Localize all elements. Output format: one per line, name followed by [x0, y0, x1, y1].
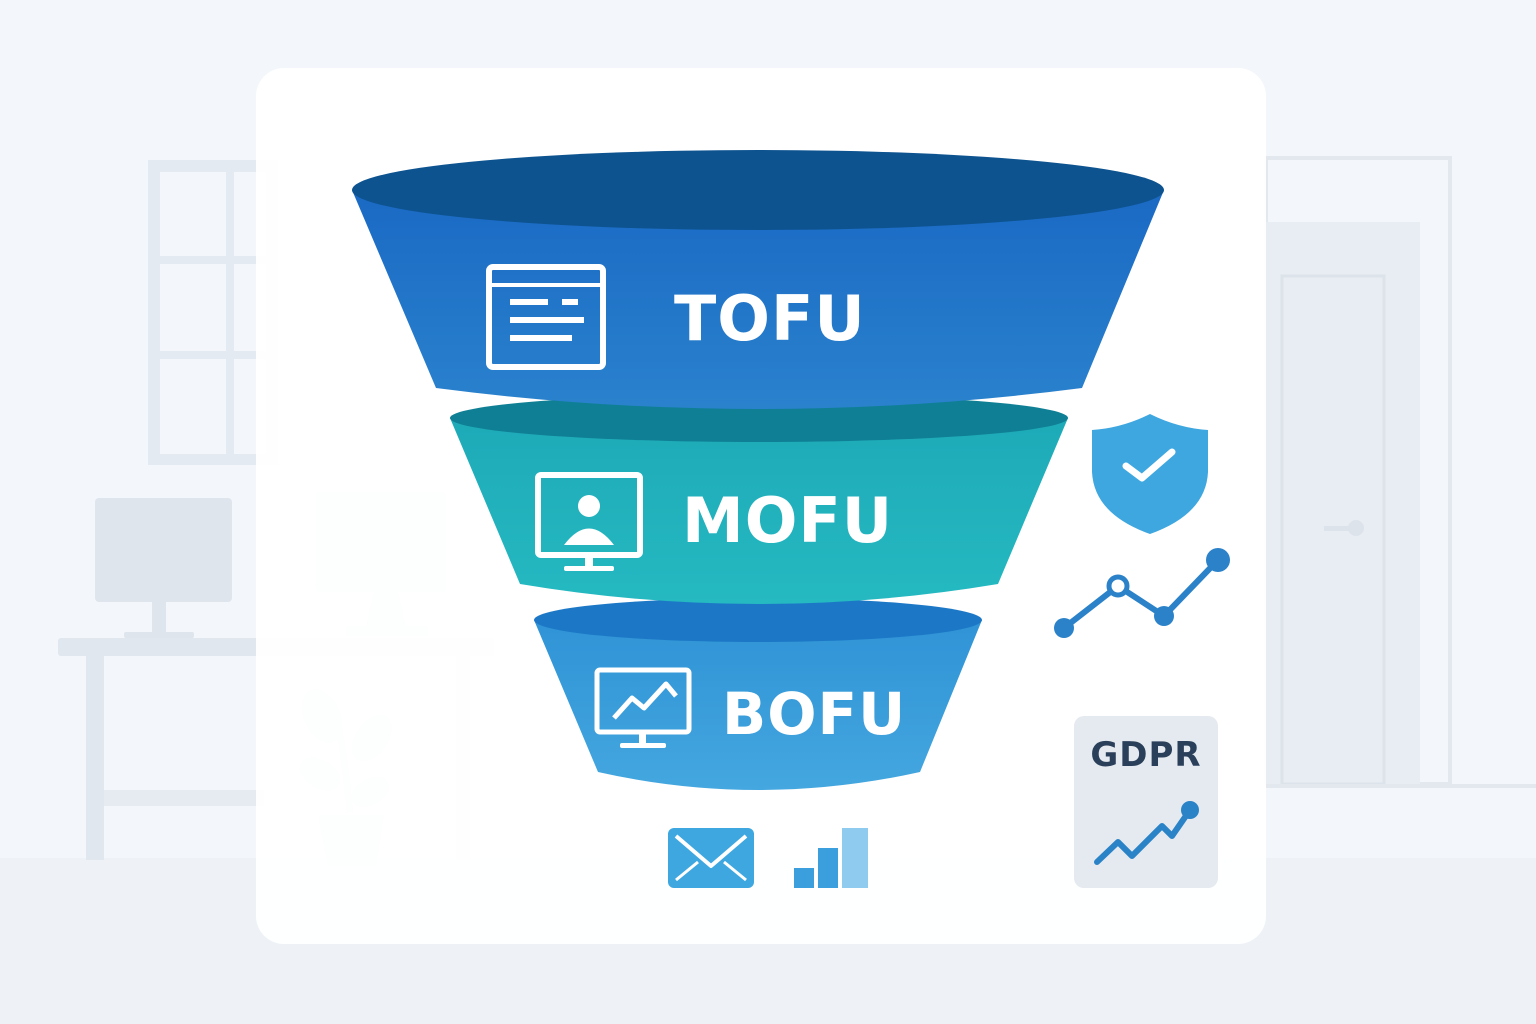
mofu-label: MOFU [682, 484, 894, 557]
document-icon [486, 264, 606, 370]
email-icon [668, 828, 754, 888]
chart-monitor-icon [594, 667, 692, 748]
tofu-label: TOFU [674, 282, 866, 355]
bofu-label: BOFU [722, 680, 907, 748]
user-monitor-icon [535, 472, 643, 571]
line-trend-icon [1054, 548, 1230, 638]
gdpr-document-icon [1074, 716, 1218, 888]
shield-check-icon [1092, 414, 1208, 534]
funnel-stage-tofu [352, 150, 1164, 409]
bar-chart-icon [794, 828, 868, 888]
gdpr-label: GDPR [1090, 735, 1202, 775]
